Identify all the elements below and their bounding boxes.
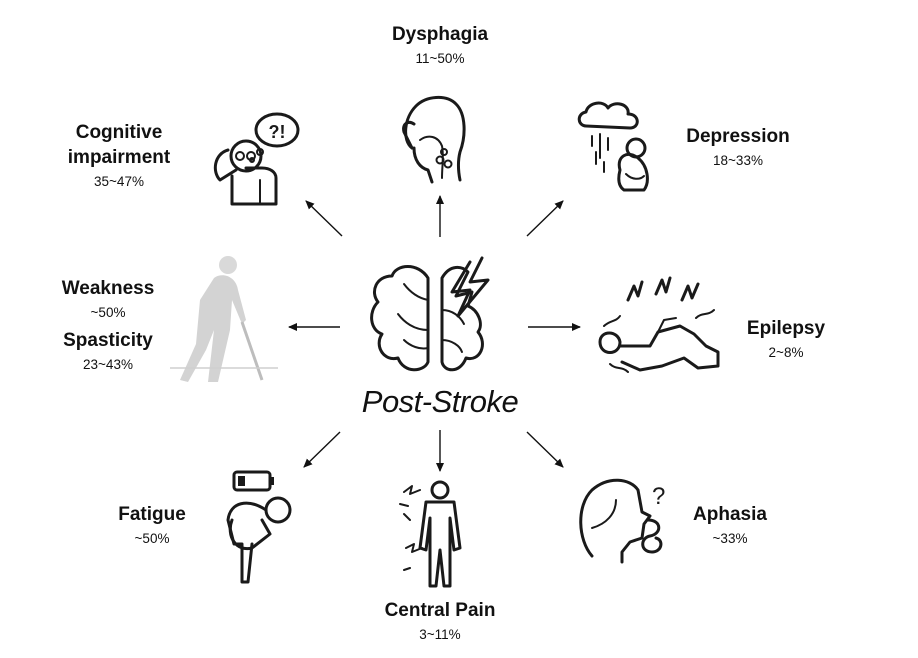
cognitive-value: 35~47% <box>94 174 144 189</box>
cognitive-name-line1: Cognitive <box>75 122 163 143</box>
weakness-name: Weakness <box>61 278 155 299</box>
depression-label: Depression 18~33% <box>668 124 808 171</box>
confused-elderly-icon: ?! <box>213 112 300 206</box>
arrow-to-aphasia <box>526 431 564 468</box>
arrows <box>288 195 581 472</box>
arrow-to-cognitive <box>305 200 343 237</box>
central-pain-value: 3~11% <box>419 627 461 642</box>
weakness-label: Weakness ~50% <box>48 276 168 323</box>
central-pain-label: Central Pain 3~11% <box>340 598 540 645</box>
center-title: Post-Stroke <box>361 384 519 419</box>
arrow-to-fatigue <box>303 431 341 468</box>
dysphagia-label: Dysphagia 11~50% <box>340 22 540 69</box>
throat-swallowing-icon <box>402 96 466 184</box>
aphasia-value: ~33% <box>712 531 748 546</box>
cognitive-name-line2: impairment <box>67 147 171 168</box>
spasticity-label: Spasticity 23~43% <box>48 328 168 375</box>
person-with-cane-icon <box>170 256 278 382</box>
svg-text:?!: ?! <box>269 122 286 142</box>
central-pain-name: Central Pain <box>384 600 496 621</box>
rain-cloud-sad-person-icon <box>577 101 649 192</box>
spasticity-value: 23~43% <box>83 357 133 372</box>
epilepsy-label: Epilepsy 2~8% <box>726 316 846 363</box>
aphasia-name: Aphasia <box>693 504 767 525</box>
epilepsy-name: Epilepsy <box>746 318 826 339</box>
arrow-to-depression <box>526 200 564 237</box>
svg-text:?: ? <box>652 483 665 510</box>
fatigue-label: Fatigue ~50% <box>102 502 202 549</box>
depression-value: 18~33% <box>713 153 763 168</box>
dysphagia-value: 11~50% <box>415 51 465 66</box>
speech-question-head-icon: ? <box>579 478 665 564</box>
depression-name: Depression <box>686 126 790 147</box>
cognitive-impairment-label: Cognitive impairment 35~47% <box>44 120 194 192</box>
dysphagia-name: Dysphagia <box>391 24 489 45</box>
spasticity-name: Spasticity <box>63 330 153 351</box>
fatigue-value: ~50% <box>134 531 170 546</box>
weakness-value: ~50% <box>90 305 126 320</box>
brain-lightning-icon <box>370 256 490 372</box>
fatigue-name: Fatigue <box>118 504 186 525</box>
epilepsy-value: 2~8% <box>768 345 804 360</box>
seizure-person-icon <box>598 276 720 373</box>
body-pain-icon <box>399 480 462 588</box>
low-battery-tired-person-icon <box>226 470 292 584</box>
aphasia-label: Aphasia ~33% <box>670 502 790 549</box>
